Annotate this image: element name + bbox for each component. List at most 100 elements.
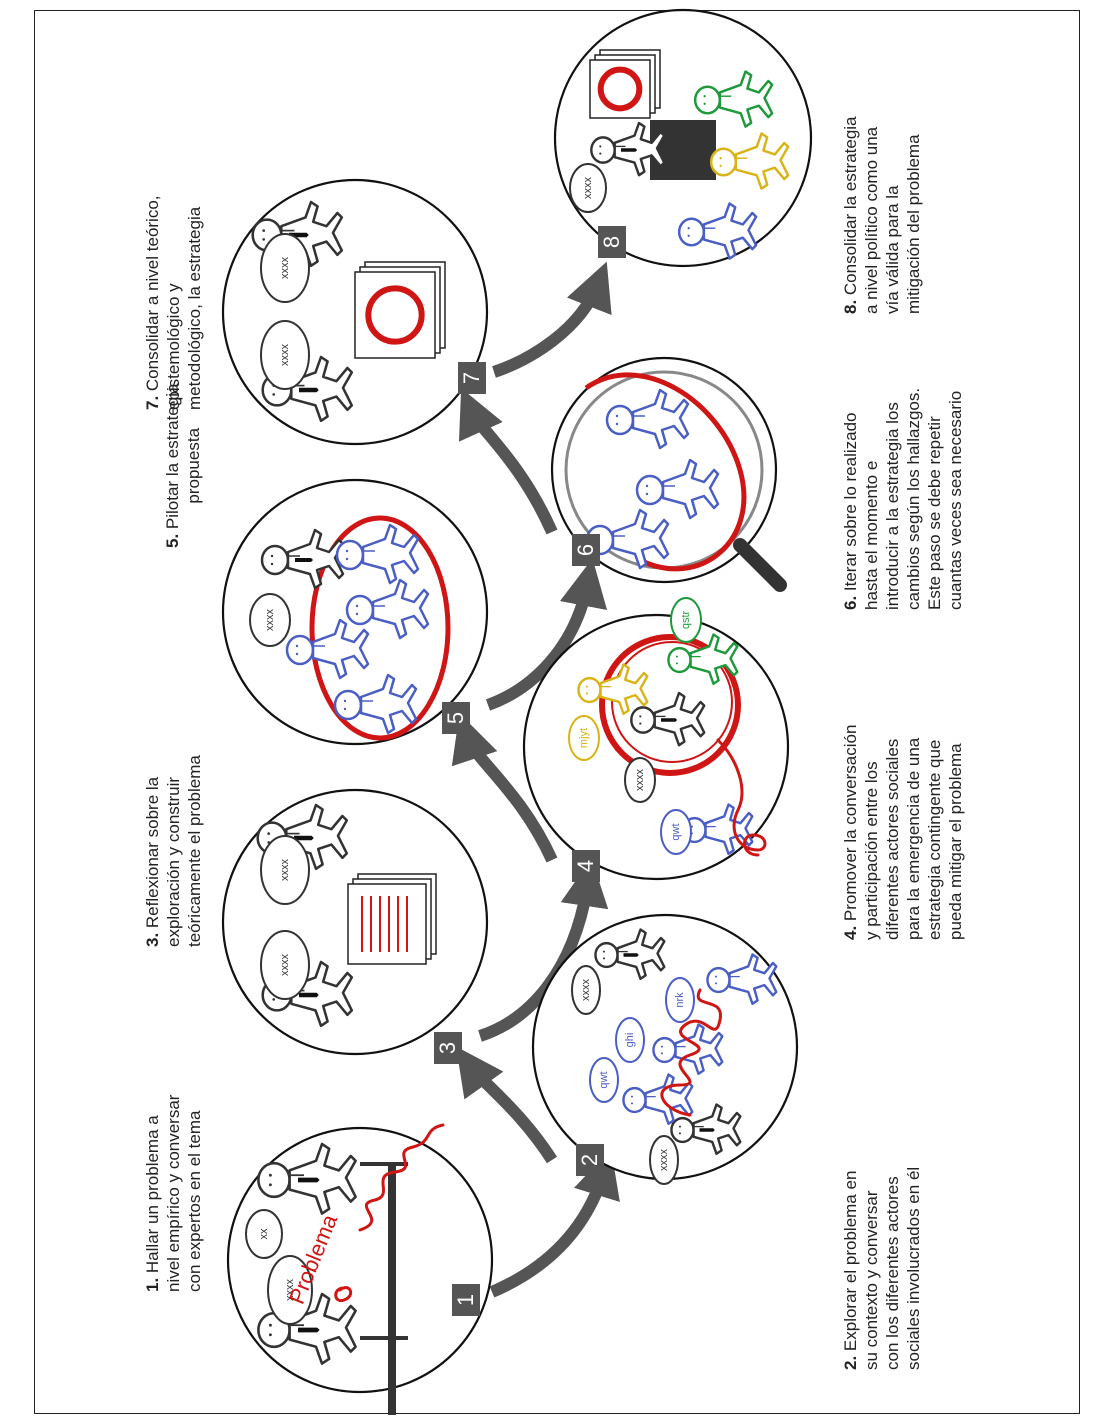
person-eye xyxy=(599,152,602,155)
step-1-badge-number: 1 xyxy=(453,1294,478,1306)
caption-line: cuantas veces sea necesario xyxy=(946,390,965,610)
person-eye xyxy=(343,699,347,703)
person-eye xyxy=(719,164,722,167)
person-eye xyxy=(675,662,678,665)
person-figure xyxy=(605,388,690,450)
person-eye xyxy=(630,1095,633,1098)
person-figure xyxy=(285,618,370,680)
person-eye xyxy=(355,612,359,616)
caption-text: Explorar el problema en xyxy=(841,1170,860,1356)
caption-line: vía válida para la xyxy=(883,185,902,314)
flow-arrow xyxy=(489,1149,620,1298)
step-number-label: 1. xyxy=(143,1277,162,1292)
caption-line: 8. Consolidar la estrategia xyxy=(840,116,861,314)
person-eye xyxy=(630,1102,633,1105)
person-figure xyxy=(594,928,666,981)
step-number-label: 3. xyxy=(143,932,162,947)
bubble-text: xxxx xyxy=(264,609,276,632)
person-figure xyxy=(693,70,774,128)
caption-line: Este paso se debe repetir xyxy=(925,416,944,610)
person-body xyxy=(371,578,430,640)
person-figure xyxy=(333,673,418,735)
person-eye xyxy=(602,950,605,953)
caption-line: cambios según los hallazgos. xyxy=(904,387,923,610)
caption-line: 2. Explorar el problema en xyxy=(840,1167,861,1370)
person-eye xyxy=(295,652,299,656)
caption-line: su contexto y conversar xyxy=(862,1190,881,1370)
flow-arrow xyxy=(456,1046,558,1164)
bubble-text: xxxx xyxy=(279,954,291,977)
person-eye xyxy=(272,393,276,396)
person-body xyxy=(613,121,666,177)
caption-line: sociales involucrados en él xyxy=(904,1166,923,1370)
step-5-scene: xxxx xyxy=(249,515,451,741)
caption-line: introducir a la estrategia los xyxy=(883,402,902,610)
step-7-badge-number: 7 xyxy=(459,372,484,384)
bubble-text: xxxx xyxy=(279,257,291,280)
step-3-badge-number: 3 xyxy=(435,1042,460,1054)
person-eye xyxy=(270,554,274,558)
person-eye xyxy=(675,655,678,658)
speech-bubble xyxy=(615,1017,645,1063)
speech-bubble xyxy=(568,715,600,761)
step-2-badge-number: 2 xyxy=(577,1154,602,1166)
podium xyxy=(650,120,716,180)
person-body xyxy=(611,508,670,570)
caption-line: 6. Iterar sobre lo realizado xyxy=(840,388,861,610)
person-body xyxy=(280,200,344,268)
caption-line: nivel empírico y conversar xyxy=(164,1094,183,1292)
caption-line: mitigación del problema xyxy=(904,134,923,314)
person-eye xyxy=(714,982,717,985)
person-eye xyxy=(639,722,642,725)
person-eye xyxy=(599,145,602,148)
magnifier-handle xyxy=(733,538,787,592)
bubble-text: qstr xyxy=(680,610,692,629)
person-eye xyxy=(585,685,588,688)
person-figure xyxy=(590,121,666,177)
person-eye xyxy=(615,414,619,418)
bubble-text: xxxx xyxy=(279,344,291,367)
step-1-badge xyxy=(452,1284,480,1316)
step-8-badge xyxy=(598,226,626,258)
speech-bubble xyxy=(267,1255,313,1325)
bubble-text: xxxx xyxy=(582,177,594,200)
person-body xyxy=(599,663,649,716)
red-scribble xyxy=(660,988,722,1117)
person-body xyxy=(311,618,370,680)
person-body xyxy=(702,202,758,260)
person-body xyxy=(644,1073,694,1126)
person-eye xyxy=(615,422,619,426)
bubble-text: xxxx xyxy=(658,1149,670,1172)
step-6-badge xyxy=(572,534,600,566)
red-ring xyxy=(584,372,747,572)
person-body xyxy=(285,803,349,871)
red-ring xyxy=(599,634,741,776)
step-number-label: 2. xyxy=(841,1355,860,1370)
step-4-badge-number: 4 xyxy=(573,860,598,872)
red-ring xyxy=(309,515,451,741)
step-6-scene xyxy=(564,370,787,592)
bubble-text: xxxx xyxy=(634,769,646,792)
person-figure xyxy=(630,691,706,747)
caption-text: Promover la conversación xyxy=(841,724,860,926)
person-eye xyxy=(268,1183,272,1187)
person-eye xyxy=(262,229,266,232)
person-tie xyxy=(298,1177,320,1183)
person-tie xyxy=(661,718,678,722)
caption-text: Hallar un problema a xyxy=(143,1115,162,1278)
person-figure xyxy=(345,578,430,640)
speech-bubble xyxy=(571,965,601,1015)
person-figure xyxy=(709,132,790,190)
person-eye xyxy=(687,227,690,230)
person-eye xyxy=(295,644,299,648)
step-8-scene: xxxx xyxy=(569,49,790,260)
person-figure xyxy=(577,663,649,716)
person-figure xyxy=(677,202,758,260)
person-eye xyxy=(645,492,649,496)
caption-line: exploración y construir xyxy=(164,776,183,947)
